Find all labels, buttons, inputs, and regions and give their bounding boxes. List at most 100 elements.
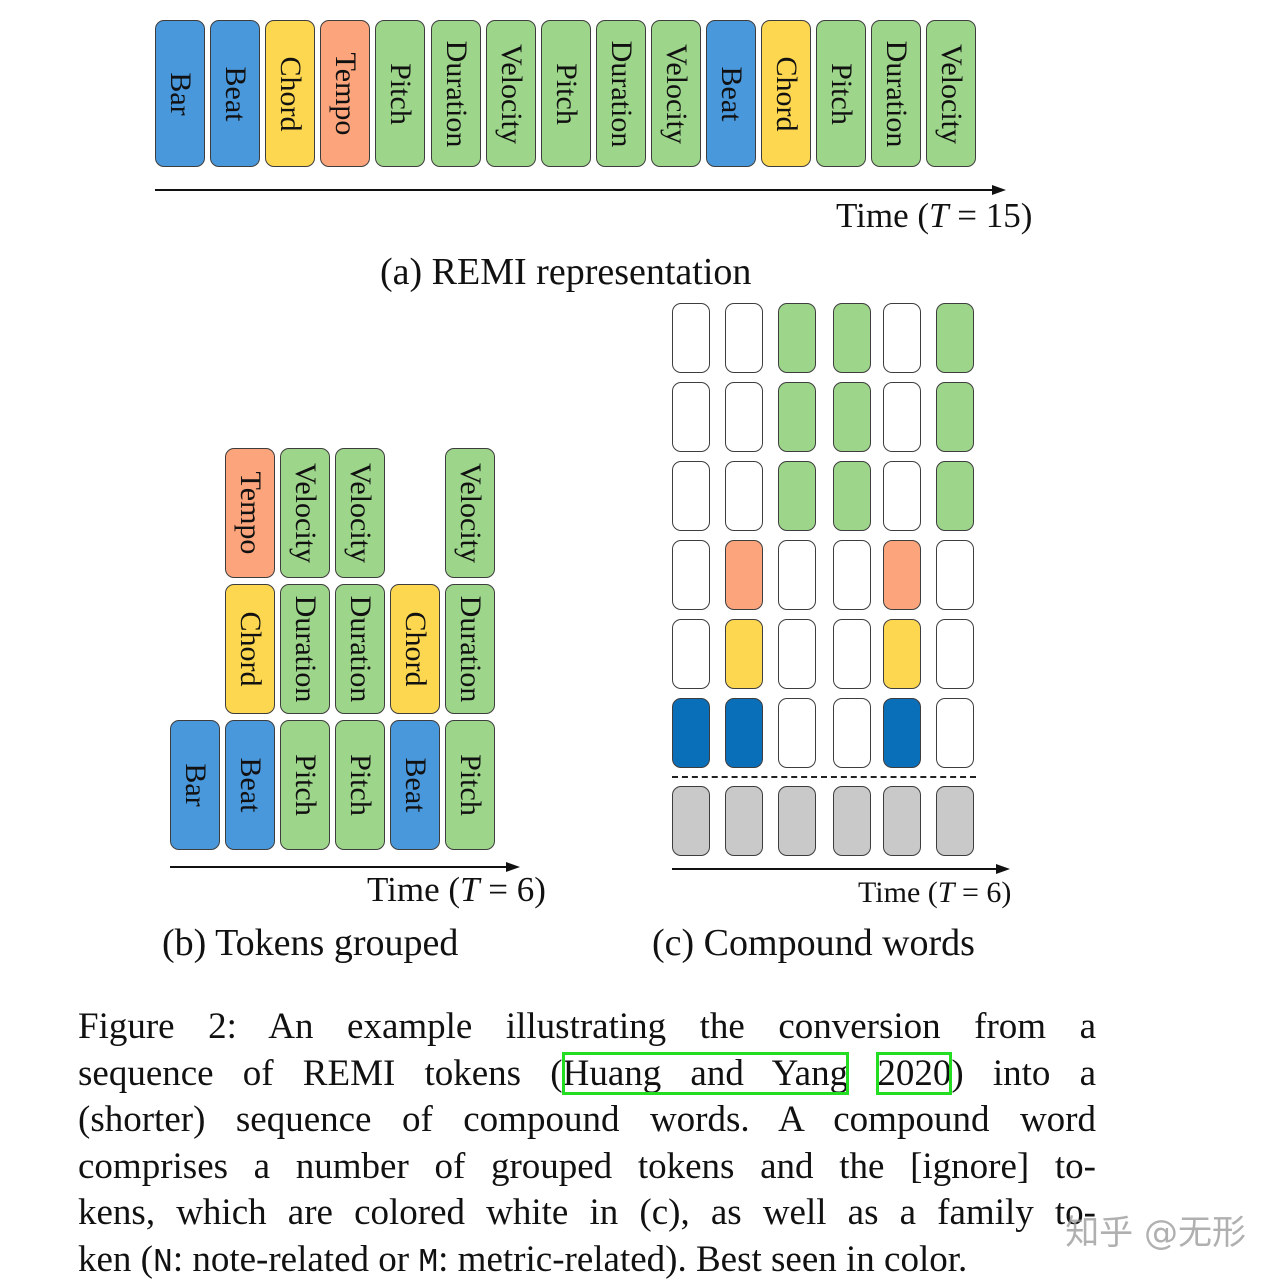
caption-text: ken ( xyxy=(78,1238,153,1280)
remi-token: Velocity xyxy=(485,20,536,167)
remi-token: Duration xyxy=(871,20,922,167)
compound-word-slot xyxy=(672,619,710,689)
grouped-token: Pitch xyxy=(280,720,330,850)
compound-word-slot xyxy=(725,698,763,768)
panel-b-time-axis xyxy=(170,866,510,868)
grouped-token: Beat xyxy=(225,720,275,850)
token-label: Velocity xyxy=(454,463,487,563)
caption-text: : note-related or xyxy=(172,1238,419,1280)
panel-c-axis-arrow xyxy=(996,864,1010,874)
token-label: Duration xyxy=(344,595,377,703)
grouped-token: Duration xyxy=(335,584,385,714)
family-token: N xyxy=(778,786,816,856)
token-label: Tempo xyxy=(329,52,363,135)
token-label: Velocity xyxy=(935,43,969,144)
metric-family-symbol: M xyxy=(418,1243,439,1281)
compound-word-slot xyxy=(778,698,816,768)
grouped-token: Tempo xyxy=(225,448,275,578)
compound-word-slot xyxy=(936,303,974,373)
compound-word-slot xyxy=(725,461,763,531)
family-token: N xyxy=(833,786,871,856)
remi-token: Duration xyxy=(595,20,646,167)
token-label: Beat xyxy=(219,66,253,121)
compound-word-slot xyxy=(833,619,871,689)
remi-token: Bar xyxy=(155,20,205,167)
compound-word-slot xyxy=(672,461,710,531)
compound-word-slot xyxy=(672,698,710,768)
family-token: M xyxy=(883,786,921,856)
compound-word-slot xyxy=(778,540,816,610)
remi-token: Pitch xyxy=(375,20,426,167)
compound-word-slot xyxy=(883,540,921,610)
compound-word-slot xyxy=(725,303,763,373)
grouped-token: Pitch xyxy=(445,720,495,850)
panel-b-axis-arrow xyxy=(506,862,520,872)
grouped-token: Bar xyxy=(170,720,220,850)
compound-word-slot xyxy=(883,303,921,373)
token-label: Duration xyxy=(880,40,914,147)
compound-word-slot xyxy=(725,382,763,452)
token-label: Beat xyxy=(715,66,748,121)
remi-token: Pitch xyxy=(816,20,867,167)
remi-token: Pitch xyxy=(540,20,591,167)
grouped-token: Chord xyxy=(390,584,440,714)
token-label: Bar xyxy=(179,763,212,807)
compound-word-slot xyxy=(833,540,871,610)
citation-link-year[interactable]: 2020 xyxy=(876,1051,953,1095)
token-label: Bar xyxy=(164,71,197,116)
compound-word-slot xyxy=(883,461,921,531)
compound-word-slot xyxy=(833,382,871,452)
grouped-token: Duration xyxy=(445,584,495,714)
compound-word-slot xyxy=(883,382,921,452)
token-label: Chord xyxy=(399,611,432,687)
figure-caption-line-3: (shorter) sequence of compound words. A … xyxy=(78,1099,1096,1140)
panel-c-caption: (c) Compound words xyxy=(652,922,975,964)
compound-word-slot xyxy=(883,698,921,768)
remi-token: Duration xyxy=(430,20,481,167)
panel-a-caption: (a) REMI representation xyxy=(380,251,752,293)
token-label: Pitch xyxy=(825,62,859,125)
token-label: Pitch xyxy=(384,62,418,125)
compound-word-slot xyxy=(936,619,974,689)
panel-c-dashed-separator xyxy=(672,776,976,778)
token-label: Chord xyxy=(274,56,308,131)
token-label: Beat xyxy=(399,757,432,813)
panel-b-time-label: Time (T = 6) xyxy=(367,870,546,909)
token-label: Pitch xyxy=(344,754,377,816)
compound-word-slot xyxy=(672,540,710,610)
caption-text: sequence of REMI tokens ( xyxy=(78,1052,563,1094)
caption-text: : metric-related). Best seen in color. xyxy=(438,1238,968,1280)
grouped-token: Velocity xyxy=(280,448,330,578)
grouped-token: Chord xyxy=(225,584,275,714)
compound-word-slot xyxy=(778,303,816,373)
token-label: Velocity xyxy=(289,463,322,563)
grouped-token: Velocity xyxy=(445,448,495,578)
watermark-text: 知乎 @无形 xyxy=(1065,1213,1246,1253)
grouped-token: Beat xyxy=(390,720,440,850)
family-token: N xyxy=(936,786,974,856)
token-label: Beat xyxy=(234,757,267,813)
figure-caption-line-6: ken (N: note-related or M: metric-relate… xyxy=(78,1237,1096,1284)
caption-text: ) into a xyxy=(951,1052,1096,1094)
token-label: Pitch xyxy=(289,754,322,816)
compound-word-slot xyxy=(883,619,921,689)
compound-word-slot xyxy=(672,382,710,452)
token-label: Duration xyxy=(439,40,473,147)
token-label: Velocity xyxy=(494,43,528,144)
grouped-token: Duration xyxy=(280,584,330,714)
figure-caption-line-2: sequence of REMI tokens (Huang and Yang … xyxy=(78,1051,1096,1098)
citation-link-authors[interactable]: Huang and Yang xyxy=(561,1051,850,1095)
figure-caption-line-4: comprises a number of grouped tokens and… xyxy=(78,1145,1096,1187)
compound-word-slot xyxy=(833,461,871,531)
compound-word-slot xyxy=(833,303,871,373)
panel-a-time-axis xyxy=(155,189,995,191)
token-label: Velocity xyxy=(344,463,377,563)
compound-word-slot xyxy=(778,619,816,689)
figure-caption-line-1: Figure 2: An example illustrating the co… xyxy=(78,1006,1096,1047)
panel-b-caption: (b) Tokens grouped xyxy=(162,922,459,964)
token-label: Pitch xyxy=(549,62,583,125)
figure-caption-line-5: kens, which are colored white in (c), as… xyxy=(78,1192,1096,1233)
token-label: Duration xyxy=(604,40,638,147)
compound-word-slot xyxy=(778,382,816,452)
panel-a-axis-arrow xyxy=(992,185,1006,195)
